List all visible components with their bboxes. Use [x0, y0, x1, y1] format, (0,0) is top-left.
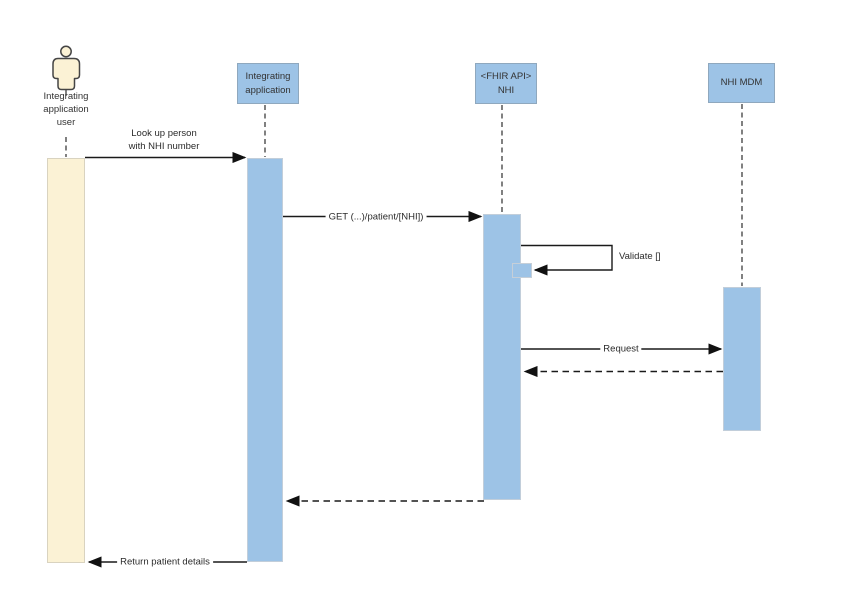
actor-label: Integrating application user [16, 90, 116, 129]
participant-label-line: NHI [497, 84, 515, 96]
participant-label-line: application [245, 84, 291, 96]
actor-label-line2: application [43, 104, 89, 115]
participant-box-integrating-application: Integrating application [237, 63, 299, 104]
message-label-lookup: Look up person with NHI number [129, 127, 200, 153]
activation-bar-validate-nested [512, 263, 532, 278]
message-label-get: GET (...)/patient/[NHI]) [325, 210, 427, 224]
activation-bar-nhi-mdm [723, 287, 761, 431]
message-label-lookup-line2: with NHI number [128, 141, 200, 152]
actor-label-line1: Integrating [43, 91, 89, 102]
participant-label-line: Integrating [245, 70, 291, 82]
participant-label-line: NHI MDM [720, 77, 763, 88]
participant-box-nhi-mdm: NHI MDM [708, 63, 775, 103]
self-message-validate [521, 244, 613, 276]
message-label-validate: Validate [] [619, 251, 661, 262]
activation-bar-integrating-application [247, 158, 283, 562]
activation-bar-fhir-api-nhi [483, 214, 521, 500]
activation-bar-user [47, 158, 85, 563]
message-label-lookup-line1: Look up person [131, 128, 197, 139]
person-icon [52, 45, 81, 91]
participant-box-fhir-api-nhi: <FHIR API> NHI [475, 63, 537, 104]
participant-label-line: <FHIR API> [480, 70, 532, 82]
message-label-request: Request [600, 342, 642, 356]
actor-label-line3: user [56, 117, 76, 128]
message-label-return-details: Return patient details [117, 555, 213, 569]
